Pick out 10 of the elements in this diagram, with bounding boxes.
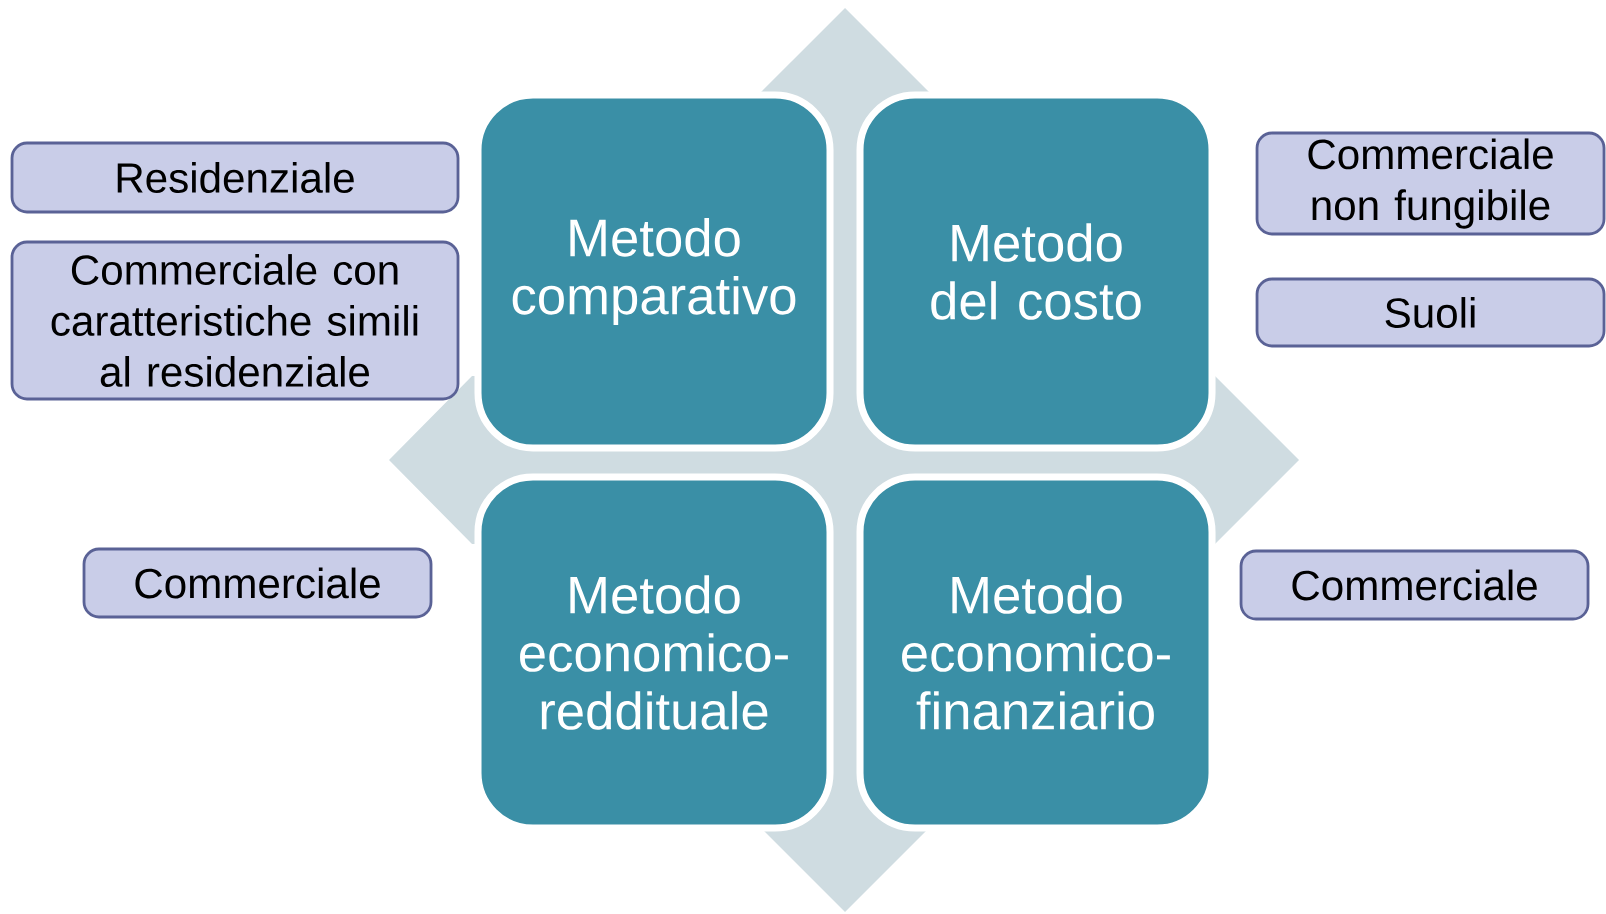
category-box: Commerciale: [1239, 549, 1590, 621]
method-box: Metodo economico-finanziario: [856, 473, 1216, 832]
category-box: Commerciale non fungibile: [1255, 131, 1606, 236]
method-box: Metodo economico-reddituale: [474, 473, 834, 832]
category-box: Suoli: [1255, 277, 1606, 348]
category-box: Residenziale: [10, 141, 460, 214]
method-box: Metodo comparativo: [474, 91, 834, 452]
category-box: Commerciale con caratteristiche simili al residenziale: [10, 240, 460, 401]
category-box: Commerciale: [82, 547, 433, 619]
method-box: Metodo del costo: [856, 91, 1216, 452]
